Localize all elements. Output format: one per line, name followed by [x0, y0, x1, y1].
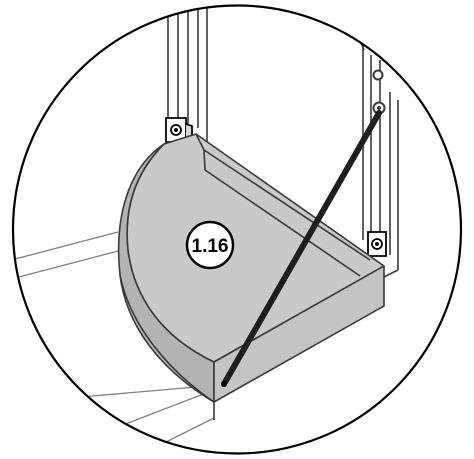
- bench: [117, 133, 385, 420]
- detail-circle-border: [11, 4, 463, 455]
- bench-front-face: [213, 265, 385, 403]
- support-rod: [221, 110, 382, 387]
- frame-posts: [167, 5, 399, 279]
- bench-top: [126, 133, 385, 363]
- callout-label: 1.16: [192, 236, 229, 257]
- detail-view: 1.16: [13, 5, 399, 451]
- mounting-bracket-icon: [367, 231, 387, 257]
- numbered-circle-icon: 1.16: [185, 220, 235, 270]
- wall-screws: [372, 69, 386, 115]
